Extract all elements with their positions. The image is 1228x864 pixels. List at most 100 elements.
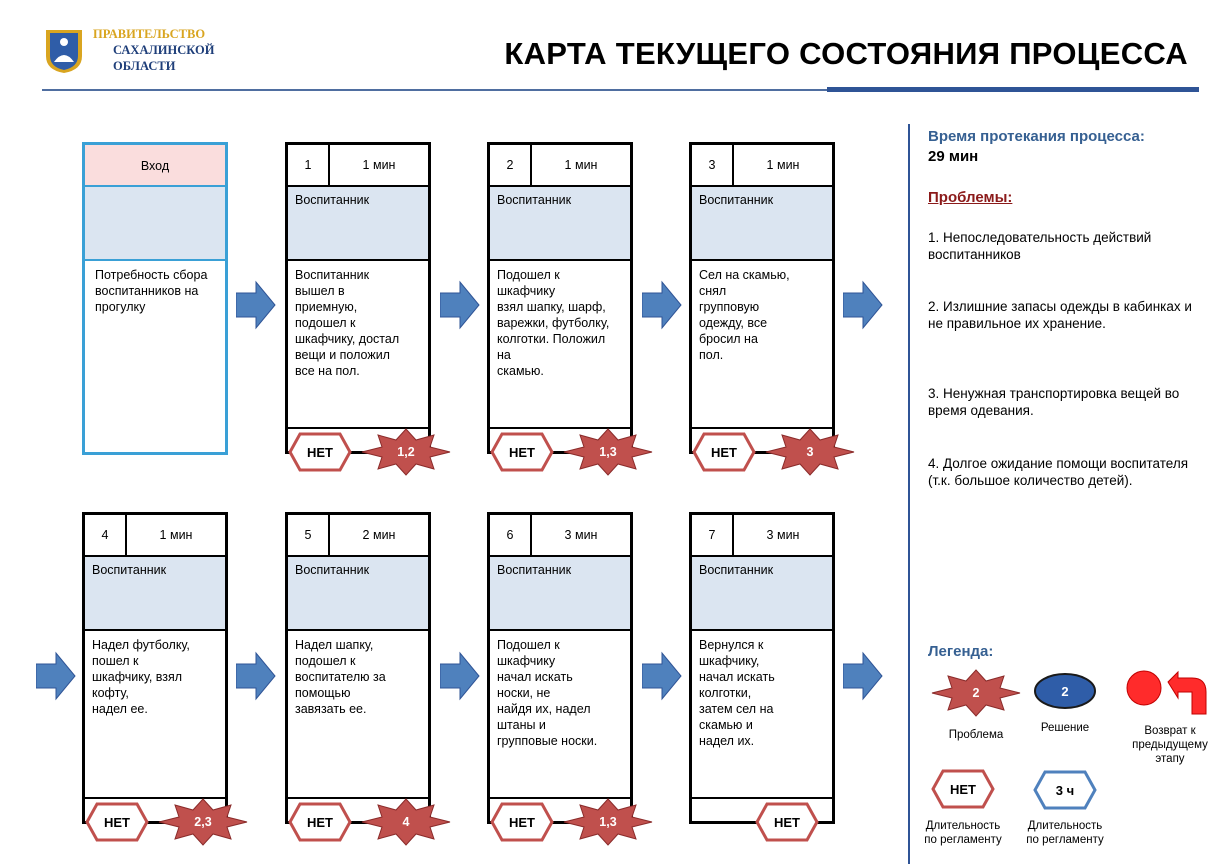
step-time: 2 мин (362, 528, 396, 542)
legend-problem-label: Проблема (948, 729, 1004, 741)
step-role: Воспитанник (692, 557, 832, 631)
step-time: 1 мин (159, 528, 193, 542)
step-time: 1 мин (564, 158, 598, 172)
step-footer (85, 797, 225, 821)
header-accent-bar (827, 87, 1199, 92)
step-description: Сел на скамью, снял групповую одежду, вс… (699, 268, 790, 362)
step-time: 3 мин (766, 528, 800, 542)
legend-decision-number: 2 (1061, 683, 1069, 699)
problem-star-icon: 3 (764, 427, 856, 477)
legend-no-regulation-label: Длительность по регламенту (924, 820, 1002, 846)
step-number: 6 (490, 515, 532, 555)
problem-item: 2. Излишние запасы одежды в кабинках и н… (928, 299, 1192, 331)
step-number: 1 (288, 145, 330, 185)
step-header: 1 1 мин (288, 145, 428, 187)
legend-problem-star-icon: 2 (930, 668, 1022, 718)
flow-arrow-icon (236, 651, 276, 701)
flow-arrow-icon (642, 280, 682, 330)
problems-heading: Проблемы: (928, 189, 1013, 206)
regulation-text: НЕТ (307, 444, 333, 460)
problem-star-icon: 1,2 (360, 427, 452, 477)
step-description: Надел футболку, пошел к шкафчику, взял к… (92, 638, 190, 716)
legend-regulation-time-text: 3 ч (1055, 782, 1075, 798)
legend-decision-oval-icon: 2 (1033, 672, 1097, 710)
legend-decision-label: Решение (1040, 722, 1090, 734)
problem-numbers: 1,3 (599, 445, 617, 459)
step-header: 2 1 мин (490, 145, 630, 187)
return-arrow-icon (1124, 668, 1210, 718)
org-line-3: ОБЛАСТИ (113, 59, 176, 73)
legend-problem-number: 2 (972, 686, 980, 700)
step-footer (692, 797, 832, 821)
regulation-hexagon-icon: НЕТ (692, 432, 756, 472)
regulation-text: НЕТ (104, 814, 130, 830)
step-role: Воспитанник (692, 187, 832, 261)
step-number: 2 (490, 145, 532, 185)
step-role: Воспитанник (490, 557, 630, 631)
legend-title: Легенда: (928, 643, 994, 660)
step-header: 7 3 мин (692, 515, 832, 557)
regulation-hexagon-icon: НЕТ (288, 802, 352, 842)
step-number: 5 (288, 515, 330, 555)
flow-arrow-icon (843, 280, 883, 330)
regulation-text: НЕТ (711, 444, 737, 460)
step-time: 3 мин (564, 528, 598, 542)
problem-numbers: 1,3 (599, 815, 617, 829)
problem-numbers: 4 (402, 815, 410, 829)
flow-arrow-icon (36, 651, 76, 701)
problem-star-icon: 1,3 (562, 427, 654, 477)
step-header: 3 1 мин (692, 145, 832, 187)
regulation-text: НЕТ (307, 814, 333, 830)
step-role: Воспитанник (288, 187, 428, 261)
problem-star-icon: 2,3 (157, 797, 249, 847)
step-time: 1 мин (766, 158, 800, 172)
step-description: Подошел к шкафчику взял шапку, шарф, вар… (497, 268, 610, 378)
regulation-hexagon-icon: НЕТ (85, 802, 149, 842)
step-footer (490, 427, 630, 451)
problem-item: 3. Ненужная транспортировка вещей во вре… (928, 386, 1180, 418)
regulation-text: НЕТ (509, 814, 535, 830)
problem-item: 4. Долгое ожидание помощи воспитателя (т… (928, 456, 1189, 488)
entry-card: Вход Потребность сбора воспитанников на … (82, 142, 228, 455)
step-header: 5 2 мин (288, 515, 428, 557)
regulation-text: НЕТ (774, 814, 800, 830)
problem-numbers: 3 (806, 445, 814, 459)
step-role: Воспитанник (288, 557, 428, 631)
step-description: Воспитанник вышел в приемную, подошел к … (295, 268, 400, 378)
sidebar-divider (908, 124, 910, 864)
regulation-hexagon-icon: НЕТ (755, 802, 819, 842)
regulation-text: НЕТ (509, 444, 535, 460)
legend-no-regulation-text: НЕТ (950, 781, 976, 797)
flow-arrow-icon (236, 280, 276, 330)
problem-numbers: 2,3 (194, 815, 212, 829)
process-time-value: 29 мин (928, 148, 979, 165)
entry-role-area (85, 187, 225, 261)
step-time: 1 мин (362, 158, 396, 172)
regulation-hexagon-icon: НЕТ (288, 432, 352, 472)
organization-name: ПРАВИТЕЛЬСТВО САХАЛИНСКОЙ ОБЛАСТИ (93, 26, 214, 74)
step-number: 7 (692, 515, 734, 555)
process-time-label: Время протекания процесса: (928, 128, 1145, 145)
problem-numbers: 1,2 (397, 445, 415, 459)
legend-return-label: Возврат к предыдущему этапу (1132, 725, 1208, 765)
step-footer (288, 797, 428, 821)
problem-item: 1. Непоследовательность действий воспита… (928, 230, 1152, 262)
org-line-1: ПРАВИТЕЛЬСТВО (93, 27, 206, 41)
flow-arrow-icon (440, 280, 480, 330)
step-description: Подошел к шкафчику начал искать носки, н… (497, 638, 598, 748)
step-role: Воспитанник (490, 187, 630, 261)
step-footer (692, 427, 832, 451)
step-footer (490, 797, 630, 821)
step-number: 3 (692, 145, 734, 185)
header-divider (42, 89, 1199, 91)
problem-star-icon: 1,3 (562, 797, 654, 847)
flow-arrow-icon (843, 651, 883, 701)
